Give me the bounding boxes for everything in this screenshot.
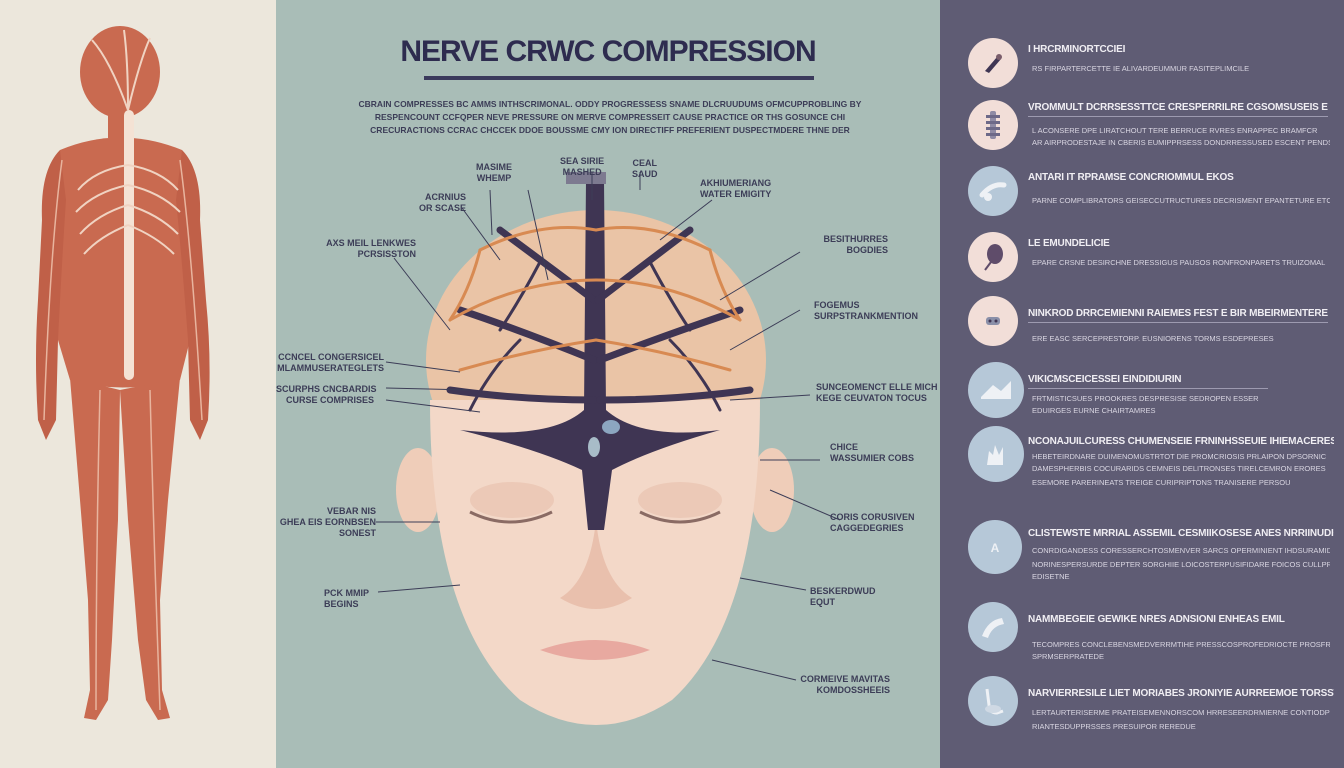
bone-joint-icon — [968, 166, 1018, 216]
intro-line: RESPENCOUNT CCFQPER NEVE PRESSURE ON MER… — [374, 112, 846, 122]
sidebar-item-text: PARNE COMPLIBRATORS GEISECCUTRUCTURES DE… — [1032, 196, 1330, 205]
sidebar-item-text: L ACONSERE DPE LIRATCHOUT TERE BERRUCE R… — [1032, 126, 1318, 135]
head-diagram — [396, 172, 794, 725]
sidebar-item-title: NINKROD DRRCEMIENNI RAIEMES FEST E BIR M… — [1028, 308, 1328, 319]
injection-icon — [968, 676, 1018, 726]
title-underline — [424, 76, 814, 80]
sidebar-item-title: I HRCRMINORTCCIEI — [1028, 44, 1126, 55]
sidebar-item-text: ERE EASC SERCEPRESTORP. EUSNIORENS TORMS… — [1032, 334, 1274, 343]
diagnosis-icon: A — [968, 520, 1022, 574]
sidebar-item-text: AR AIRPRODESTAJE IN CBERIS EUMIPPRSESS D… — [1032, 138, 1330, 147]
sidebar-item-text: NORINESPERSURDE DEPTER SORGHIIE LOICOSTE… — [1032, 560, 1330, 569]
sidebar-item-title: NCONAJUILCURESS CHUMENSEIE FRNINHSSEUIE … — [1028, 436, 1334, 447]
sidebar-item-text: ESEMORE PARERINEATS TREIGE CURIPRIPTONS … — [1032, 478, 1291, 487]
sidebar-item-text: RIANTESDUPPRSSES PRESUIPOR REREDUE — [1032, 722, 1196, 731]
sidebar-item-title: LE EMUNDELICIE — [1028, 238, 1110, 249]
sidebar-item-text: EPARE CRSNE DESIRCHNE DRESSIGUS PAUSOS R… — [1032, 258, 1326, 267]
page-title: NERVE CRWC COMPRESSION — [400, 35, 816, 68]
sidebar-item-text: SPRMSERPRATEDE — [1032, 652, 1104, 661]
svg-text:A: A — [991, 541, 1000, 555]
sidebar-item-text: RS FIRPARTERCETTE IE ALIVARDEUMMUR FASIT… — [1032, 64, 1250, 73]
sidebar-item-text: EDUIRGES EURNE CHAIRTAMRES — [1032, 406, 1156, 415]
compression-icon — [968, 362, 1024, 418]
spine-icon — [968, 100, 1018, 150]
sidebar-item-text: TECOMPRES CONCLEBENSMEDVERRMTIHE PRESSCO… — [1032, 640, 1330, 649]
hand-icon — [968, 426, 1024, 482]
human-body-figure — [36, 26, 210, 720]
sidebar-item-title: NAMMBEGEIE GEWIKE NRES ADNSIONI ENHEAS E… — [1028, 614, 1285, 625]
nerve-cell-icon — [968, 38, 1018, 88]
sidebar-item-text: FRTMISTICSUES PROOKRES DESPRESISE SEDROP… — [1032, 394, 1259, 403]
sidebar-item-text: EDISETNE — [1032, 572, 1070, 581]
brain-icon — [968, 232, 1018, 282]
sidebar-item-title: VROMMULT DCRRSESSTTCE CRESPERRILRE CGSOM… — [1028, 102, 1328, 113]
sidebar-item-title: CLISTEWSTE MRRIAL ASSEMIL CESMIIKOSESE A… — [1028, 528, 1334, 539]
intro-line: CBRAIN COMPRESSES BC AMMS INTHSCRIMONAL.… — [358, 99, 862, 109]
face-icon — [968, 296, 1018, 346]
therapy-icon — [968, 602, 1018, 652]
sidebar-item-text: DAMESPHERBIS COCURARIDS CEMNEIS DELITRON… — [1032, 464, 1326, 473]
sidebar-item-text: CONRDIGANDESS CORESSERCHTOSMENVER SARCS … — [1032, 546, 1330, 555]
divider — [1028, 322, 1328, 323]
divider — [1028, 116, 1328, 117]
sidebar-item-text: LERTAURTERISERME PRATEISEMENNORSCOM HRRE… — [1032, 708, 1330, 717]
intro-text: CBRAIN COMPRESSES BC AMMS INTHSCRIMONAL.… — [320, 98, 900, 137]
sidebar-item-title: ANTARI IT RPRAMSE CONCRIOMMUL EKOS — [1028, 172, 1234, 183]
sidebar-item-text: HEBETEIRDNARE DUIMENOMUSTRTOT DIE PROMCR… — [1032, 452, 1327, 461]
intro-line: CRECURACTIONS CCRAC CHCCEK DDOE BOUSSME … — [370, 125, 850, 135]
sidebar-item-title: NARVIERRESILE LIET MORIABES JRONIYIE AUR… — [1028, 688, 1334, 699]
callout-leaders — [376, 172, 841, 681]
divider — [1028, 388, 1268, 389]
sidebar-item-title: VIKICMSCEICESSEI EINDIDIURIN — [1028, 374, 1182, 385]
